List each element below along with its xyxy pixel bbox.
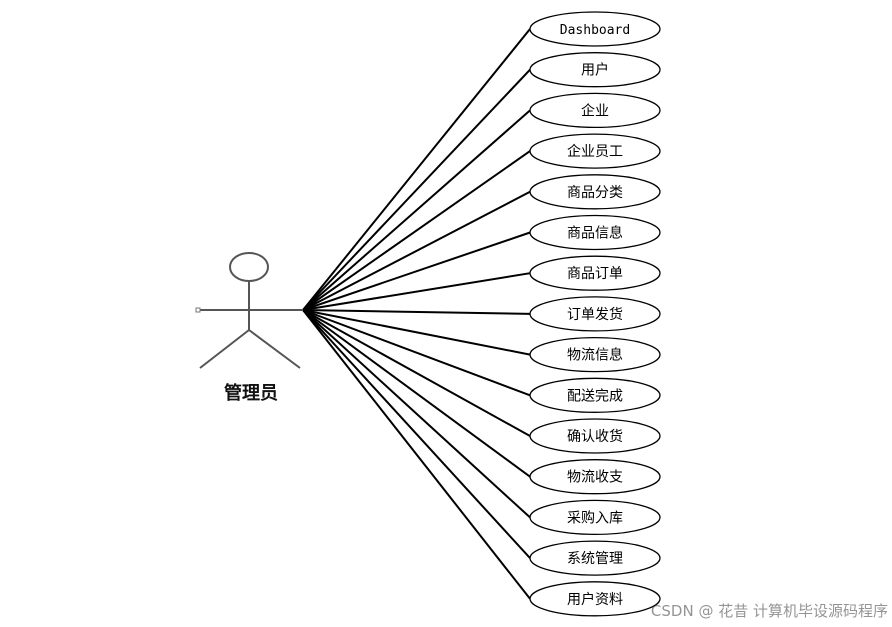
association-lines <box>302 28 531 600</box>
use-case: 企业 <box>529 92 661 129</box>
use-case-ellipse <box>529 540 661 576</box>
use-case: 订单发货 <box>529 296 661 332</box>
actor-arm-port <box>195 307 201 313</box>
use-case-list: Dashboard 用户企业企业员工商品分类商品信息商品订单订单发货物流信息配送完… <box>529 11 661 617</box>
use-case-ellipse <box>529 459 661 495</box>
use-case-label: 系统管理 <box>567 551 623 567</box>
use-case-ellipse <box>529 92 661 129</box>
use-case-label: 商品分类 <box>567 185 623 201</box>
use-case-ellipse <box>529 214 661 251</box>
use-case-ellipse <box>529 336 661 373</box>
association-line <box>302 309 531 356</box>
actor-admin: 管理员 <box>195 252 302 404</box>
use-case: 商品信息 <box>529 214 661 251</box>
association-line <box>302 190 531 311</box>
use-case-ellipse <box>529 174 661 210</box>
use-case: 确认收货 <box>529 418 661 454</box>
association-line <box>302 231 531 311</box>
use-case-ellipse <box>529 499 661 536</box>
use-case-label: 企业员工 <box>567 143 623 160</box>
use-case: 用户资料 <box>529 581 661 617</box>
use-case: 系统管理 <box>529 540 661 576</box>
use-case-label: 采购入库 <box>567 510 623 526</box>
use-case-ellipse <box>529 418 661 454</box>
association-line <box>302 150 531 311</box>
use-case-label: 商品订单 <box>567 266 623 282</box>
association-line <box>302 28 531 311</box>
watermark: CSDN @ 花昔 计算机毕设源码程序 <box>650 602 888 620</box>
actor-right-leg <box>248 329 301 369</box>
association-line <box>302 309 531 600</box>
association-line <box>302 309 531 478</box>
use-case-ellipse <box>529 133 661 169</box>
use-case-label: 商品信息 <box>567 225 623 242</box>
use-case: 采购入库 <box>529 499 661 536</box>
association-line <box>302 309 531 437</box>
use-case-label: 物流信息 <box>567 347 623 364</box>
use-case: 配送完成 <box>529 377 661 413</box>
use-case-ellipse <box>529 377 661 413</box>
association-line <box>302 309 531 519</box>
use-case: 用户 <box>529 52 661 88</box>
use-case-ellipse <box>529 581 661 617</box>
association-line <box>302 109 531 311</box>
use-case: Dashboard <box>529 11 661 47</box>
use-case: 商品分类 <box>529 174 661 210</box>
actor-left-leg <box>199 329 250 369</box>
use-case: 商品订单 <box>529 255 661 291</box>
use-case-label: 确认收货 <box>567 428 623 445</box>
use-case-label: 企业 <box>581 102 609 119</box>
association-line <box>302 69 531 311</box>
association-line <box>302 309 531 315</box>
use-case-label: 用户 <box>581 62 609 79</box>
use-case-label: 物流收支 <box>567 470 623 486</box>
use-case-label: Dashboard <box>560 23 630 38</box>
use-case-ellipse <box>529 255 661 291</box>
use-case: 物流收支 <box>529 459 661 495</box>
use-case-label: 订单发货 <box>567 306 623 323</box>
actor-label: 管理员 <box>224 382 278 404</box>
use-case-label: 用户资料 <box>567 591 623 608</box>
use-case-label: 配送完成 <box>567 388 623 404</box>
association-line <box>302 309 531 397</box>
actor-head <box>229 252 269 282</box>
use-case: 企业员工 <box>529 133 661 169</box>
use-case: 物流信息 <box>529 336 661 373</box>
association-line <box>302 272 531 311</box>
use-case-ellipse <box>529 52 661 88</box>
use-case-ellipse <box>529 11 661 47</box>
use-case-ellipse <box>529 296 661 332</box>
association-line <box>302 309 531 559</box>
